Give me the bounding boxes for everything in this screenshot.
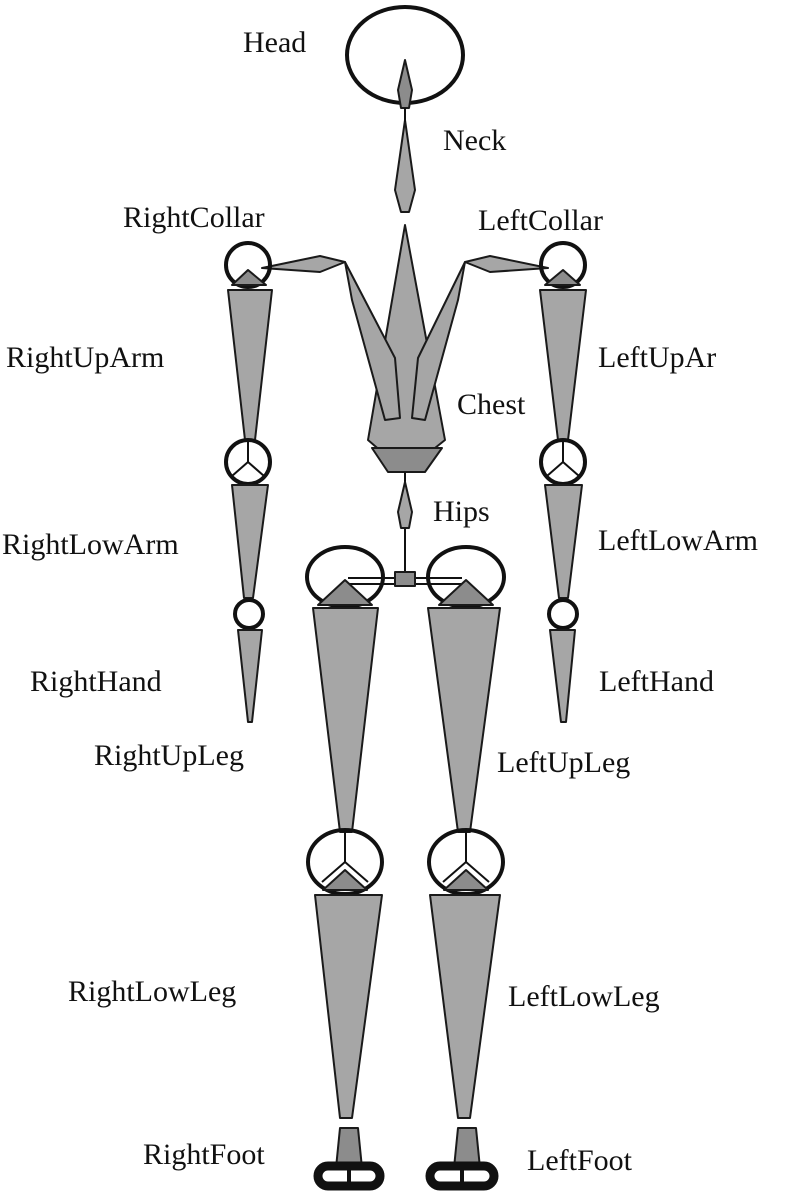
right-collar-bone xyxy=(261,255,346,273)
label-right-collar: RightCollar xyxy=(123,201,265,234)
right-collar-joint xyxy=(224,241,272,289)
label-left-up-leg: LeftUpLeg xyxy=(497,746,631,779)
right-hip-cap xyxy=(317,579,373,606)
right-elbow-y2 xyxy=(231,461,249,477)
right-up-leg-bone xyxy=(312,607,379,833)
right-wrist-joint xyxy=(233,598,265,630)
left-up-leg-bone xyxy=(427,607,501,833)
label-left-low-arm: LeftLowArm xyxy=(598,524,758,557)
label-left-up-arm: LeftUpAr xyxy=(598,341,717,374)
left-wrist-joint xyxy=(547,598,579,630)
hip-center xyxy=(394,571,416,587)
label-chest: Chest xyxy=(457,388,526,421)
label-left-low-leg: LeftLowLeg xyxy=(508,980,660,1013)
left-knee-cap xyxy=(443,869,489,891)
right-hand-bone xyxy=(237,629,263,723)
label-hips: Hips xyxy=(433,495,490,528)
right-low-arm-bone xyxy=(231,484,269,599)
label-right-low-leg: RightLowLeg xyxy=(68,975,237,1008)
left-low-leg-bone xyxy=(429,894,501,1119)
label-right-foot: RightFoot xyxy=(143,1138,265,1171)
left-shoulder-cap xyxy=(544,269,581,286)
left-knee-y3 xyxy=(465,861,490,883)
chest-bone-right xyxy=(344,261,401,421)
label-right-up-leg: RightUpLeg xyxy=(94,739,244,772)
left-knee-y2 xyxy=(442,861,467,883)
right-shoulder-cap xyxy=(231,269,267,286)
left-collar-joint xyxy=(539,241,587,289)
left-up-arm-bone xyxy=(539,289,587,441)
left-elbow-y3 xyxy=(562,461,580,477)
hips-bone xyxy=(397,481,413,529)
neck-bone xyxy=(394,119,416,213)
label-right-low-arm: RightLowArm xyxy=(2,528,179,561)
left-hand-bone xyxy=(549,629,576,723)
head-bone xyxy=(397,59,413,109)
right-low-leg-bone xyxy=(314,894,383,1119)
right-up-arm-bone xyxy=(227,289,273,441)
label-right-hand: RightHand xyxy=(30,665,162,698)
label-left-hand: LeftHand xyxy=(599,665,714,698)
label-left-collar: LeftCollar xyxy=(478,204,603,237)
label-neck: Neck xyxy=(443,124,507,157)
chest-bone-left xyxy=(411,261,466,421)
label-left-foot: LeftFoot xyxy=(527,1144,632,1177)
right-knee-y3 xyxy=(344,861,369,883)
left-collar-bone xyxy=(464,255,549,273)
right-knee-y2 xyxy=(321,861,346,883)
chest-base xyxy=(371,447,443,473)
right-knee-cap xyxy=(322,869,368,891)
left-hip-cap xyxy=(438,579,494,606)
label-right-up-arm: RightUpArm xyxy=(6,341,165,374)
label-head: Head xyxy=(243,26,307,59)
right-elbow-y3 xyxy=(247,461,265,477)
left-low-arm-bone xyxy=(544,484,583,599)
left-elbow-y2 xyxy=(546,461,564,477)
